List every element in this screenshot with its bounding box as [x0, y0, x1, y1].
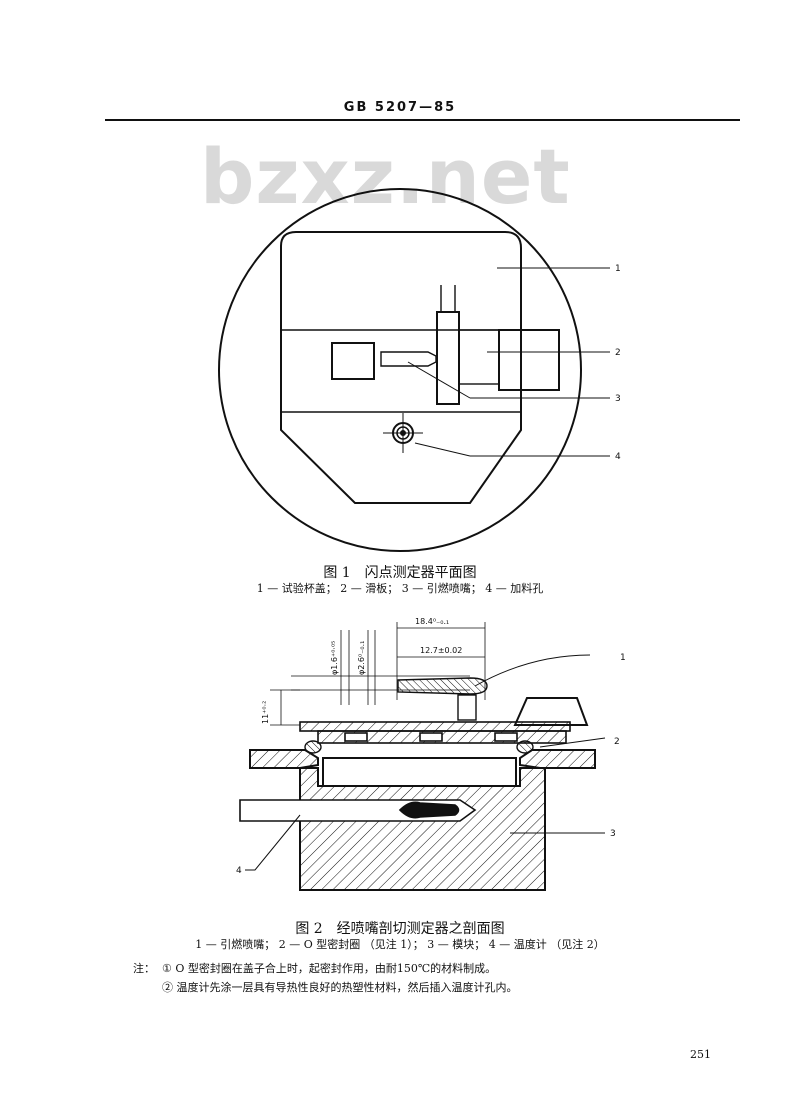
fig1-callout-2: 2: [615, 348, 621, 358]
standard-code-header: GB 5207—85: [343, 100, 457, 115]
slider-handle: [513, 697, 589, 726]
figure2-legend: 1 — 引燃喷嘴； 2 — O 型密封圈 （见注 1）； 3 — 模块； 4 —…: [195, 938, 605, 951]
fig2-callout-4: 4: [236, 866, 242, 876]
cup-lid: [280, 231, 522, 504]
dim-h: 11⁺⁰·²: [261, 701, 270, 724]
notes-label: 注：: [133, 962, 155, 975]
note-item: ① O 型密封圈在盖子合上时，起密封作用，由耐150℃的材料制成。: [162, 962, 497, 975]
figure1-legend: 1 — 试验杯盖； 2 — 滑板； 3 — 引燃喷嘴； 4 — 加料孔: [256, 582, 544, 595]
figure2-title: 图 2 经喷嘴剖切测定器之剖面图: [295, 921, 505, 937]
note-item: ② 温度计先涂一层具有导热性良好的热塑性材料，然后插入温度计孔内。: [162, 981, 518, 994]
fig2-callout-2: 2: [614, 737, 620, 747]
slider-window: [331, 342, 375, 380]
watermark: bzxz.net: [200, 132, 571, 221]
slider-knob: [498, 329, 560, 391]
dim-len2: 12.7±0.02: [420, 646, 462, 655]
fig1-callout-3: 3: [615, 394, 621, 404]
dim-d1: φ1.6⁺⁰·⁰⁵: [330, 641, 339, 675]
dim-len1: 18.4⁰₋₀.₁: [415, 617, 449, 626]
figure2-section-view: φ1.6⁺⁰·⁰⁵ φ2.6⁰₋₀.₁ 18.4⁰₋₀.₁ 12.7±0.02 …: [236, 617, 626, 891]
fig1-callout-4: 4: [615, 452, 621, 462]
dim-d2: φ2.6⁰₋₀.₁: [357, 641, 366, 675]
figure1-plan-view: 1 2 3 4: [218, 188, 621, 552]
header-rule: [105, 119, 740, 121]
pilot-nozzle: [397, 677, 488, 695]
fig1-callout-1: 1: [615, 264, 621, 274]
page-number: 251: [690, 1048, 711, 1061]
filling-hole: [383, 413, 423, 453]
fig2-callout-1: 1: [620, 653, 626, 663]
figure1-title: 图 1 闪点测定器平面图: [323, 565, 477, 581]
fig2-callout-3: 3: [610, 829, 616, 839]
block-body: [299, 767, 546, 891]
outer-circle: [218, 188, 582, 552]
